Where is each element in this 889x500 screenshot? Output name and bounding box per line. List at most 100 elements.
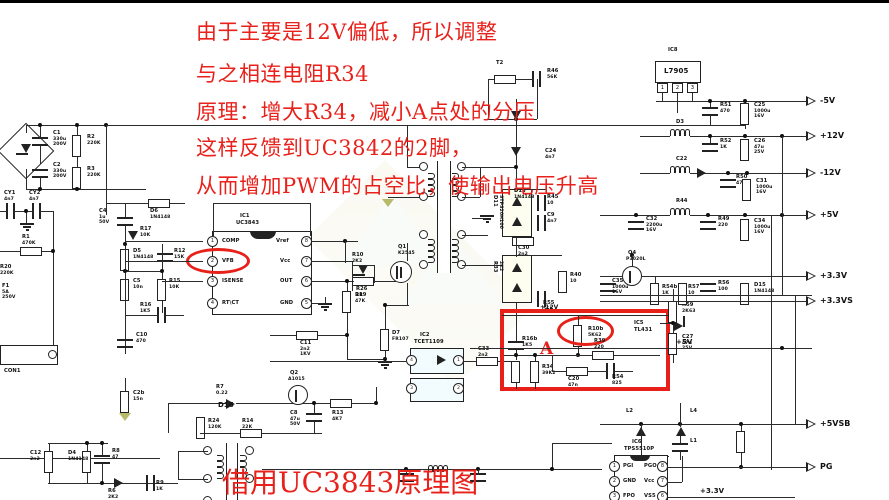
xfmr-terminal <box>457 260 466 269</box>
ic1-label-vcc: Vcc <box>280 258 291 264</box>
label-q2: Q2 <box>290 370 299 376</box>
label-c5: R12 <box>174 248 186 254</box>
label-r24: R24 <box>208 418 220 424</box>
rail-label-5v: +5V <box>676 338 693 346</box>
resistor-r7 <box>380 329 389 351</box>
value-r54: 2K63 <box>682 309 696 314</box>
label-r13: R13 <box>332 410 344 416</box>
label-r57: R57 <box>688 284 700 290</box>
label-r3: R3 <box>87 166 95 172</box>
ic6-pin-8: 8 <box>657 461 668 472</box>
t2-terminal <box>245 446 254 455</box>
ic1-pin-8: 8 <box>301 236 312 247</box>
label-c30: C9 <box>547 212 555 218</box>
capacitor-c35 <box>700 283 716 292</box>
value-c9: 10 <box>547 201 554 206</box>
label-c22: L1 <box>690 438 698 444</box>
value-c5: 15K <box>174 255 185 260</box>
value-d13: 4n7 <box>545 155 555 160</box>
diode-d16-icon <box>226 399 235 409</box>
ground-symbol <box>20 223 34 232</box>
rail-label-33v: +3.3V <box>700 487 725 495</box>
value-r14: 22K <box>242 425 253 430</box>
label-r10: C2b <box>133 390 145 396</box>
value-r45: 1N4148 <box>514 195 535 200</box>
value-r19: 1N4148 <box>68 457 89 462</box>
capacitor-c26 <box>720 179 736 188</box>
resistor-r57 <box>678 283 687 305</box>
ic6-label-pgo: PGO <box>644 463 657 469</box>
xfmr-winding <box>452 239 459 265</box>
value-cy2: 4n7 <box>29 197 39 202</box>
value-c2b: 470 <box>136 339 146 344</box>
label-r15: C5 <box>133 278 141 284</box>
ground-ic1 <box>318 303 332 312</box>
ic1-ref: IC1 <box>240 213 250 219</box>
value-r12b: 39K2 <box>542 371 556 376</box>
bridge-diode-bar <box>16 153 28 155</box>
value-c30: 4n7 <box>547 219 557 224</box>
resistor-r1 <box>20 247 42 256</box>
label-c2b: C10 <box>136 332 148 338</box>
value-r56: 1N4148 <box>754 289 775 294</box>
label-l1: R44 <box>676 198 688 204</box>
value-d4: 2K2 <box>352 259 363 264</box>
label-r50: C31 <box>756 178 768 184</box>
rail-label-12v: +12V <box>540 304 559 311</box>
output-label-neg12v: -12V <box>820 168 841 177</box>
ic6-pin-3: 3 <box>609 491 620 500</box>
xfmr-winding <box>428 173 435 199</box>
label-c27: R51 <box>720 102 732 108</box>
diode-d11b-icon <box>512 283 522 292</box>
value-d11: 2K2 <box>498 261 503 272</box>
ic6-pin-1: 1 <box>609 461 620 472</box>
label-d15: L2 <box>626 408 634 414</box>
ic1-pin-3: 3 <box>207 276 218 287</box>
mosfet-q1 <box>390 261 412 283</box>
xfmr-terminal <box>419 230 428 239</box>
capacitor-c25 <box>702 143 718 152</box>
value-r2: 220K <box>87 141 101 146</box>
capacitor-c5 <box>157 253 173 262</box>
label-t2: D16 <box>218 401 234 409</box>
t2-terminal <box>203 496 212 500</box>
resistor-r16 <box>157 279 166 301</box>
capacitor-c12 <box>146 475 155 491</box>
label-cy1: CY1 <box>4 190 16 196</box>
label-l2: D3 <box>676 119 685 125</box>
value-q1: K2545 <box>398 251 415 256</box>
label-r49: C34 <box>754 218 766 224</box>
resistor-r9 <box>296 331 318 340</box>
label-r7: D7 <box>392 330 401 336</box>
label-r54: R59 <box>682 302 694 308</box>
inductor-l2 <box>670 129 690 136</box>
value-c24: 56K <box>547 75 558 80</box>
label-c33: R55 <box>543 300 555 306</box>
transformer-t1-core <box>437 161 451 273</box>
resistor-r50 <box>742 179 751 201</box>
ic1-pin-7: 7 <box>301 256 312 267</box>
resistor-r6 <box>342 291 351 313</box>
resistor-r10b <box>592 351 614 360</box>
label-r26: C12 <box>30 450 42 456</box>
transistor-q4 <box>622 266 642 286</box>
value-r40: 2n2 <box>518 252 528 257</box>
t2-terminal <box>203 446 212 455</box>
value-r24: 120K <box>208 425 222 430</box>
resistor-r55 <box>558 271 567 293</box>
value-f1: 5A 250V <box>2 290 16 300</box>
label-c24: R46 <box>547 68 559 74</box>
xfmr-terminal <box>419 192 428 201</box>
ic1-label-gnd: GND <box>280 300 294 306</box>
value-r57: 10 <box>688 291 695 296</box>
diode-d7-icon <box>114 478 123 488</box>
value-d7: 2K2 <box>108 495 119 500</box>
capacitor-c32 <box>700 221 716 230</box>
label-r9: C11 <box>300 340 312 346</box>
ic1-label-vref: Vref <box>276 238 289 244</box>
value-q4: P3020L <box>626 257 646 262</box>
label-d16: R7 <box>216 384 224 390</box>
label-r20: R20 <box>0 264 12 270</box>
resistor-r10 <box>120 391 129 413</box>
output-marker-pos5v <box>806 210 817 221</box>
